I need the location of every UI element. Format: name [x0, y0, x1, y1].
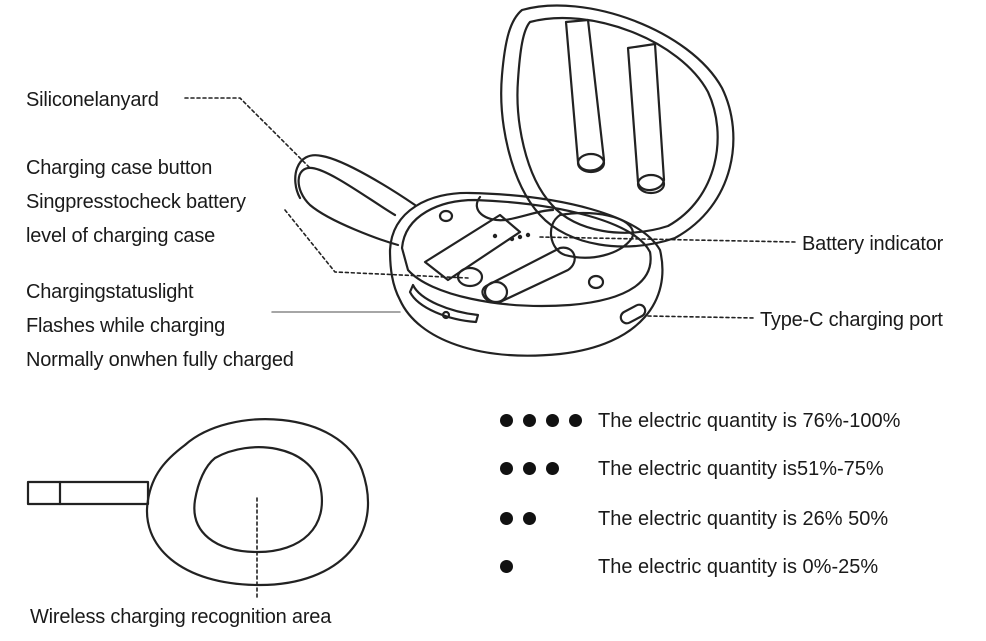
leader-lanyard	[184, 97, 311, 169]
lanyard-loop	[297, 166, 400, 247]
leader-button	[284, 209, 469, 279]
silicone-lanyard-label: Siliconelanyard	[26, 89, 159, 111]
battery-dot	[523, 462, 536, 475]
case-base	[388, 191, 664, 357]
battery-dot	[569, 414, 582, 427]
battery-dot	[500, 512, 513, 525]
battery-dot	[546, 462, 559, 475]
earbud-stem-left	[423, 213, 522, 282]
earbud-stem-right	[481, 246, 576, 304]
legend-dots	[495, 457, 590, 481]
case-lid-inner	[516, 17, 719, 234]
leader-battery	[539, 236, 796, 243]
battery-dot	[523, 512, 536, 525]
legend-text: The electric quantity is 0%-25%	[598, 556, 879, 578]
wireless-area	[193, 446, 323, 554]
legend-text: The electric quantity is 26% 50%	[598, 508, 889, 530]
case-base-rim	[400, 198, 652, 308]
status-light-slot	[408, 283, 480, 324]
legend-text: The electric quantity is 76%-100%	[598, 410, 901, 432]
type-c-port	[619, 303, 647, 325]
legend-dots	[495, 409, 590, 433]
charging-case-button-label: Charging case button Singpresstocheck ba…	[26, 157, 246, 247]
battery-dot	[523, 414, 536, 427]
battery-indicator-label: Battery indicator	[802, 233, 944, 255]
leader-typec	[647, 315, 756, 319]
case-indicator-dots	[492, 232, 531, 242]
type-c-port-label: Type-C charging port	[760, 309, 943, 331]
wireless-area-label: Wireless charging recognition area	[30, 606, 332, 628]
battery-dot	[500, 462, 513, 475]
lid-slot-right	[626, 42, 666, 192]
legend-dots	[495, 507, 590, 531]
legend-dots	[495, 555, 590, 579]
lid-slot-left	[564, 18, 606, 172]
battery-dot	[546, 414, 559, 427]
charging-status-light-label: Chargingstatuslight Flashes while chargi…	[26, 281, 294, 371]
battery-dot	[500, 560, 513, 573]
case-lid	[500, 4, 735, 248]
battery-dot	[500, 414, 513, 427]
legend-text: The electric quantity is51%-75%	[598, 458, 884, 480]
lanyard-top-view	[26, 480, 150, 506]
